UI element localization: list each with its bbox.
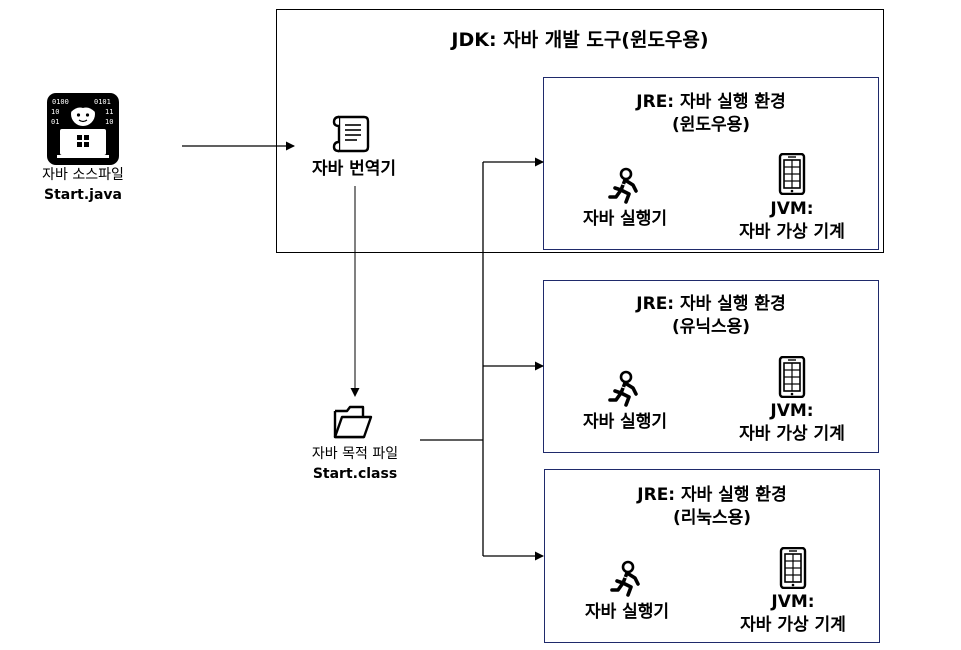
jre-linux-jvm-line1: JVM:	[771, 592, 815, 612]
jre-windows-title: JRE: 자바 실행 환경	[636, 92, 786, 112]
svg-text:10: 10	[105, 118, 113, 126]
jre-unix-jvm-line1: JVM:	[770, 401, 814, 421]
runner-icon	[608, 167, 638, 204]
jre-linux-runner: 자바 실행기	[584, 602, 670, 622]
jre-windows-jvm-line2: 자바 가상 기계	[739, 222, 845, 242]
jre-unix-jvm-line2: 자바 가상 기계	[739, 424, 845, 444]
source-file-name: 자바 소스파일	[42, 167, 124, 183]
compiler-label: 자바 번역기	[311, 159, 397, 179]
svg-text:11: 11	[105, 108, 113, 116]
jre-linux-jvm-line2: 자바 가상 기계	[740, 615, 846, 635]
jre-linux-os: (리눅스용)	[672, 508, 752, 528]
folder-icon	[333, 405, 373, 439]
phone-icon	[778, 153, 806, 195]
jre-unix-runner: 자바 실행기	[582, 412, 668, 432]
jre-unix-os: (유닉스용)	[671, 317, 751, 337]
jre-linux-title: JRE: 자바 실행 환경	[637, 485, 787, 505]
object-file-name: 자바 목적 파일	[311, 446, 399, 462]
developer-icon: 0100 0101 10 11 01 10	[47, 93, 119, 165]
jre-unix-title: JRE: 자바 실행 환경	[636, 294, 786, 314]
jdk-title: JDK: 자바 개발 도구(윈도우용)	[451, 29, 709, 51]
source-file-filename: Start.java	[44, 187, 122, 203]
scroll-icon	[332, 115, 370, 153]
phone-icon	[778, 356, 806, 398]
svg-text:01: 01	[51, 118, 59, 126]
jre-windows-runner: 자바 실행기	[582, 209, 668, 229]
phone-icon	[779, 547, 807, 589]
jre-windows-os: (윈도우용)	[671, 115, 751, 135]
svg-text:0100: 0100	[52, 98, 69, 106]
svg-text:0101: 0101	[94, 98, 111, 106]
runner-icon	[608, 370, 638, 407]
svg-text:10: 10	[51, 108, 59, 116]
runner-icon	[610, 560, 640, 597]
jre-box-linux	[544, 469, 880, 643]
jre-windows-jvm-line1: JVM:	[770, 199, 814, 219]
jdk-box	[276, 9, 884, 253]
object-file-filename: Start.class	[312, 466, 398, 482]
